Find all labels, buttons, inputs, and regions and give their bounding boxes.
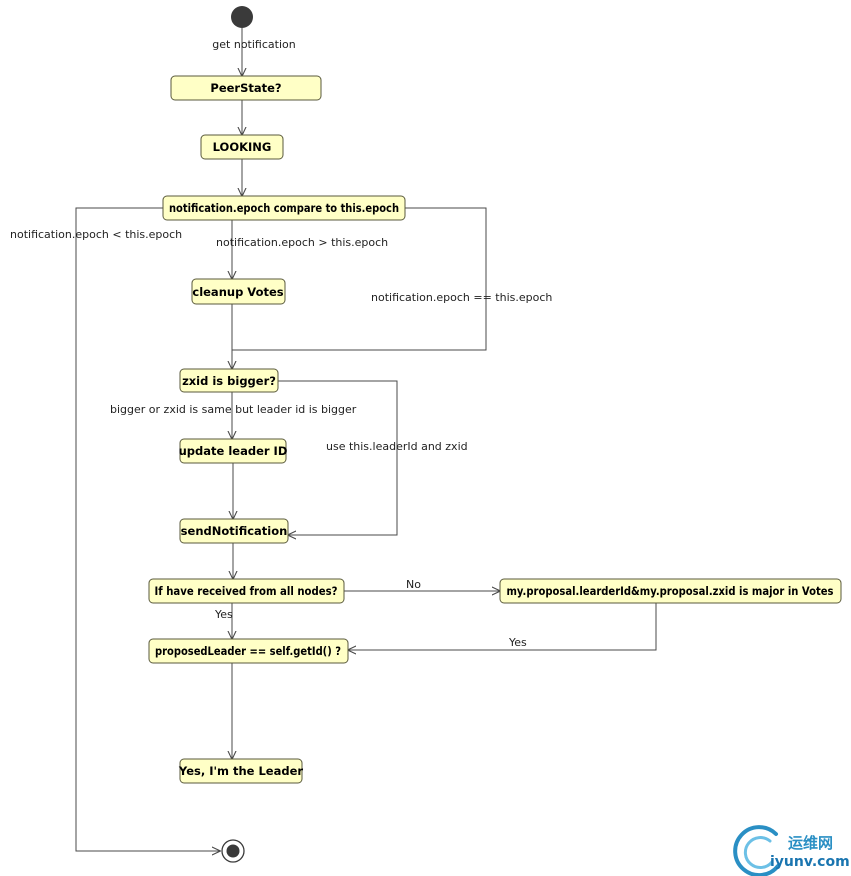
node-epoch-compare: notification.epoch compare to this.epoch	[162, 195, 406, 221]
edge-epoch-less-to-end	[75, 207, 220, 851]
node-received-all-label: If have received from all nodes?	[155, 584, 338, 598]
label-use-this: use this.leaderId and zxid	[326, 440, 468, 453]
edge-zxid-else-to-send	[278, 380, 398, 535]
node-cleanup-label: cleanup Votes	[192, 285, 283, 299]
node-send-notification-label: sendNotification	[181, 524, 288, 538]
node-im-the-leader-label: Yes, I'm the Leader	[178, 764, 303, 778]
label-epoch-less: notification.epoch < this.epoch	[10, 228, 182, 241]
label-no: No	[406, 578, 421, 591]
watermark-logo: 运维网 iyunv.com	[733, 825, 850, 876]
node-major-in-votes: my.proposal.learderId&my.proposal.zxid i…	[499, 578, 842, 604]
node-received-all: If have received from all nodes?	[148, 578, 345, 604]
watermark-cn: 运维网	[788, 834, 833, 852]
node-epoch-compare-label: notification.epoch compare to this.epoch	[169, 201, 399, 215]
node-cleanup: cleanup Votes	[191, 278, 286, 305]
end-node	[221, 839, 245, 863]
node-update-leader-label: update leader ID	[179, 444, 288, 458]
node-zxid: zxid is bigger?	[179, 368, 279, 393]
node-update-leader: update leader ID	[179, 438, 288, 464]
label-bigger: bigger or zxid is same but leader id is …	[110, 403, 357, 416]
node-zxid-label: zxid is bigger?	[182, 374, 276, 388]
edge-major-yes-to-proposed	[348, 603, 657, 650]
node-looking: LOOKING	[200, 134, 284, 160]
label-yes-back: Yes	[508, 636, 527, 649]
node-peerstate: PeerState?	[170, 75, 322, 101]
start-node	[231, 6, 253, 28]
edge-epoch-equal-to-zxid	[232, 207, 487, 351]
label-get-notification: get notification	[212, 38, 295, 51]
node-send-notification: sendNotification	[179, 518, 289, 544]
node-proposed-leader: proposedLeader == self.getId() ?	[148, 638, 349, 664]
node-major-in-votes-label: my.proposal.learderId&my.proposal.zxid i…	[507, 584, 834, 598]
node-looking-label: LOOKING	[213, 140, 272, 154]
node-proposed-leader-label: proposedLeader == self.getId() ?	[155, 644, 341, 658]
watermark-en: iyunv.com	[770, 854, 850, 870]
label-epoch-equal: notification.epoch == this.epoch	[371, 291, 552, 304]
node-peerstate-label: PeerState?	[210, 81, 281, 95]
node-im-the-leader: Yes, I'm the Leader	[178, 758, 303, 784]
label-epoch-greater: notification.epoch > this.epoch	[216, 236, 388, 249]
label-yes-down: Yes	[214, 608, 233, 621]
